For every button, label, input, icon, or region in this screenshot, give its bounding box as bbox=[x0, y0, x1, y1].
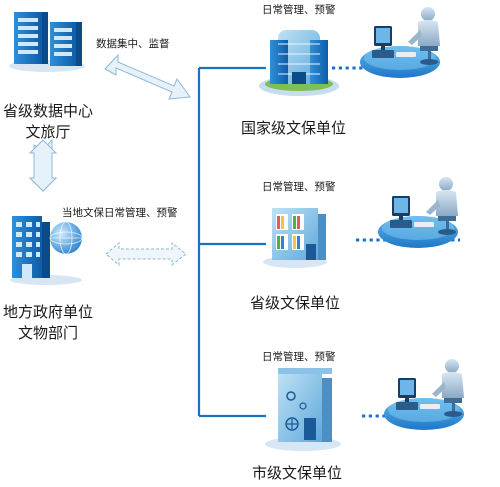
unit-note-municipal: 日常管理、预警 bbox=[262, 351, 336, 363]
library-building-icon bbox=[263, 208, 327, 268]
provincial-center-label: 省级数据中心 文旅厅 bbox=[0, 100, 96, 142]
local-government-label: 地方政府单位 文物部门 bbox=[0, 301, 96, 343]
server-rack-icon bbox=[9, 12, 85, 72]
unit-note-provincial: 日常管理、预警 bbox=[262, 181, 336, 193]
arrow-center-to-local bbox=[28, 138, 58, 192]
provincial-center-line1: 省级数据中心 bbox=[2, 103, 93, 120]
glass-building-icon bbox=[259, 30, 339, 96]
office-building-globe-icon bbox=[10, 216, 83, 285]
operator-workstation-icon bbox=[360, 7, 440, 78]
provincial-center-line2: 文旅厅 bbox=[25, 124, 71, 141]
unit-label-municipal: 市级文保单位 bbox=[252, 465, 343, 482]
unit-note-national: 日常管理、预警 bbox=[262, 4, 336, 16]
arrow-local-to-trunk bbox=[105, 241, 187, 267]
unit-label-national: 国家级文保单位 bbox=[241, 120, 347, 137]
trunk-line bbox=[197, 66, 266, 418]
operator-workstation-icon bbox=[384, 359, 464, 430]
edge-label-local-manage: 当地文保日常管理、预警 bbox=[62, 207, 178, 219]
arrow-center-to-trunk bbox=[104, 53, 191, 100]
local-government-line1: 地方政府单位 bbox=[2, 304, 93, 321]
edge-label-data-collect: 数据集中、监督 bbox=[96, 38, 170, 50]
vault-building-icon bbox=[265, 368, 341, 451]
local-government-line2: 文物部门 bbox=[17, 325, 78, 342]
operator-workstation-icon bbox=[378, 177, 458, 248]
unit-label-provincial: 省级文保单位 bbox=[250, 295, 341, 312]
